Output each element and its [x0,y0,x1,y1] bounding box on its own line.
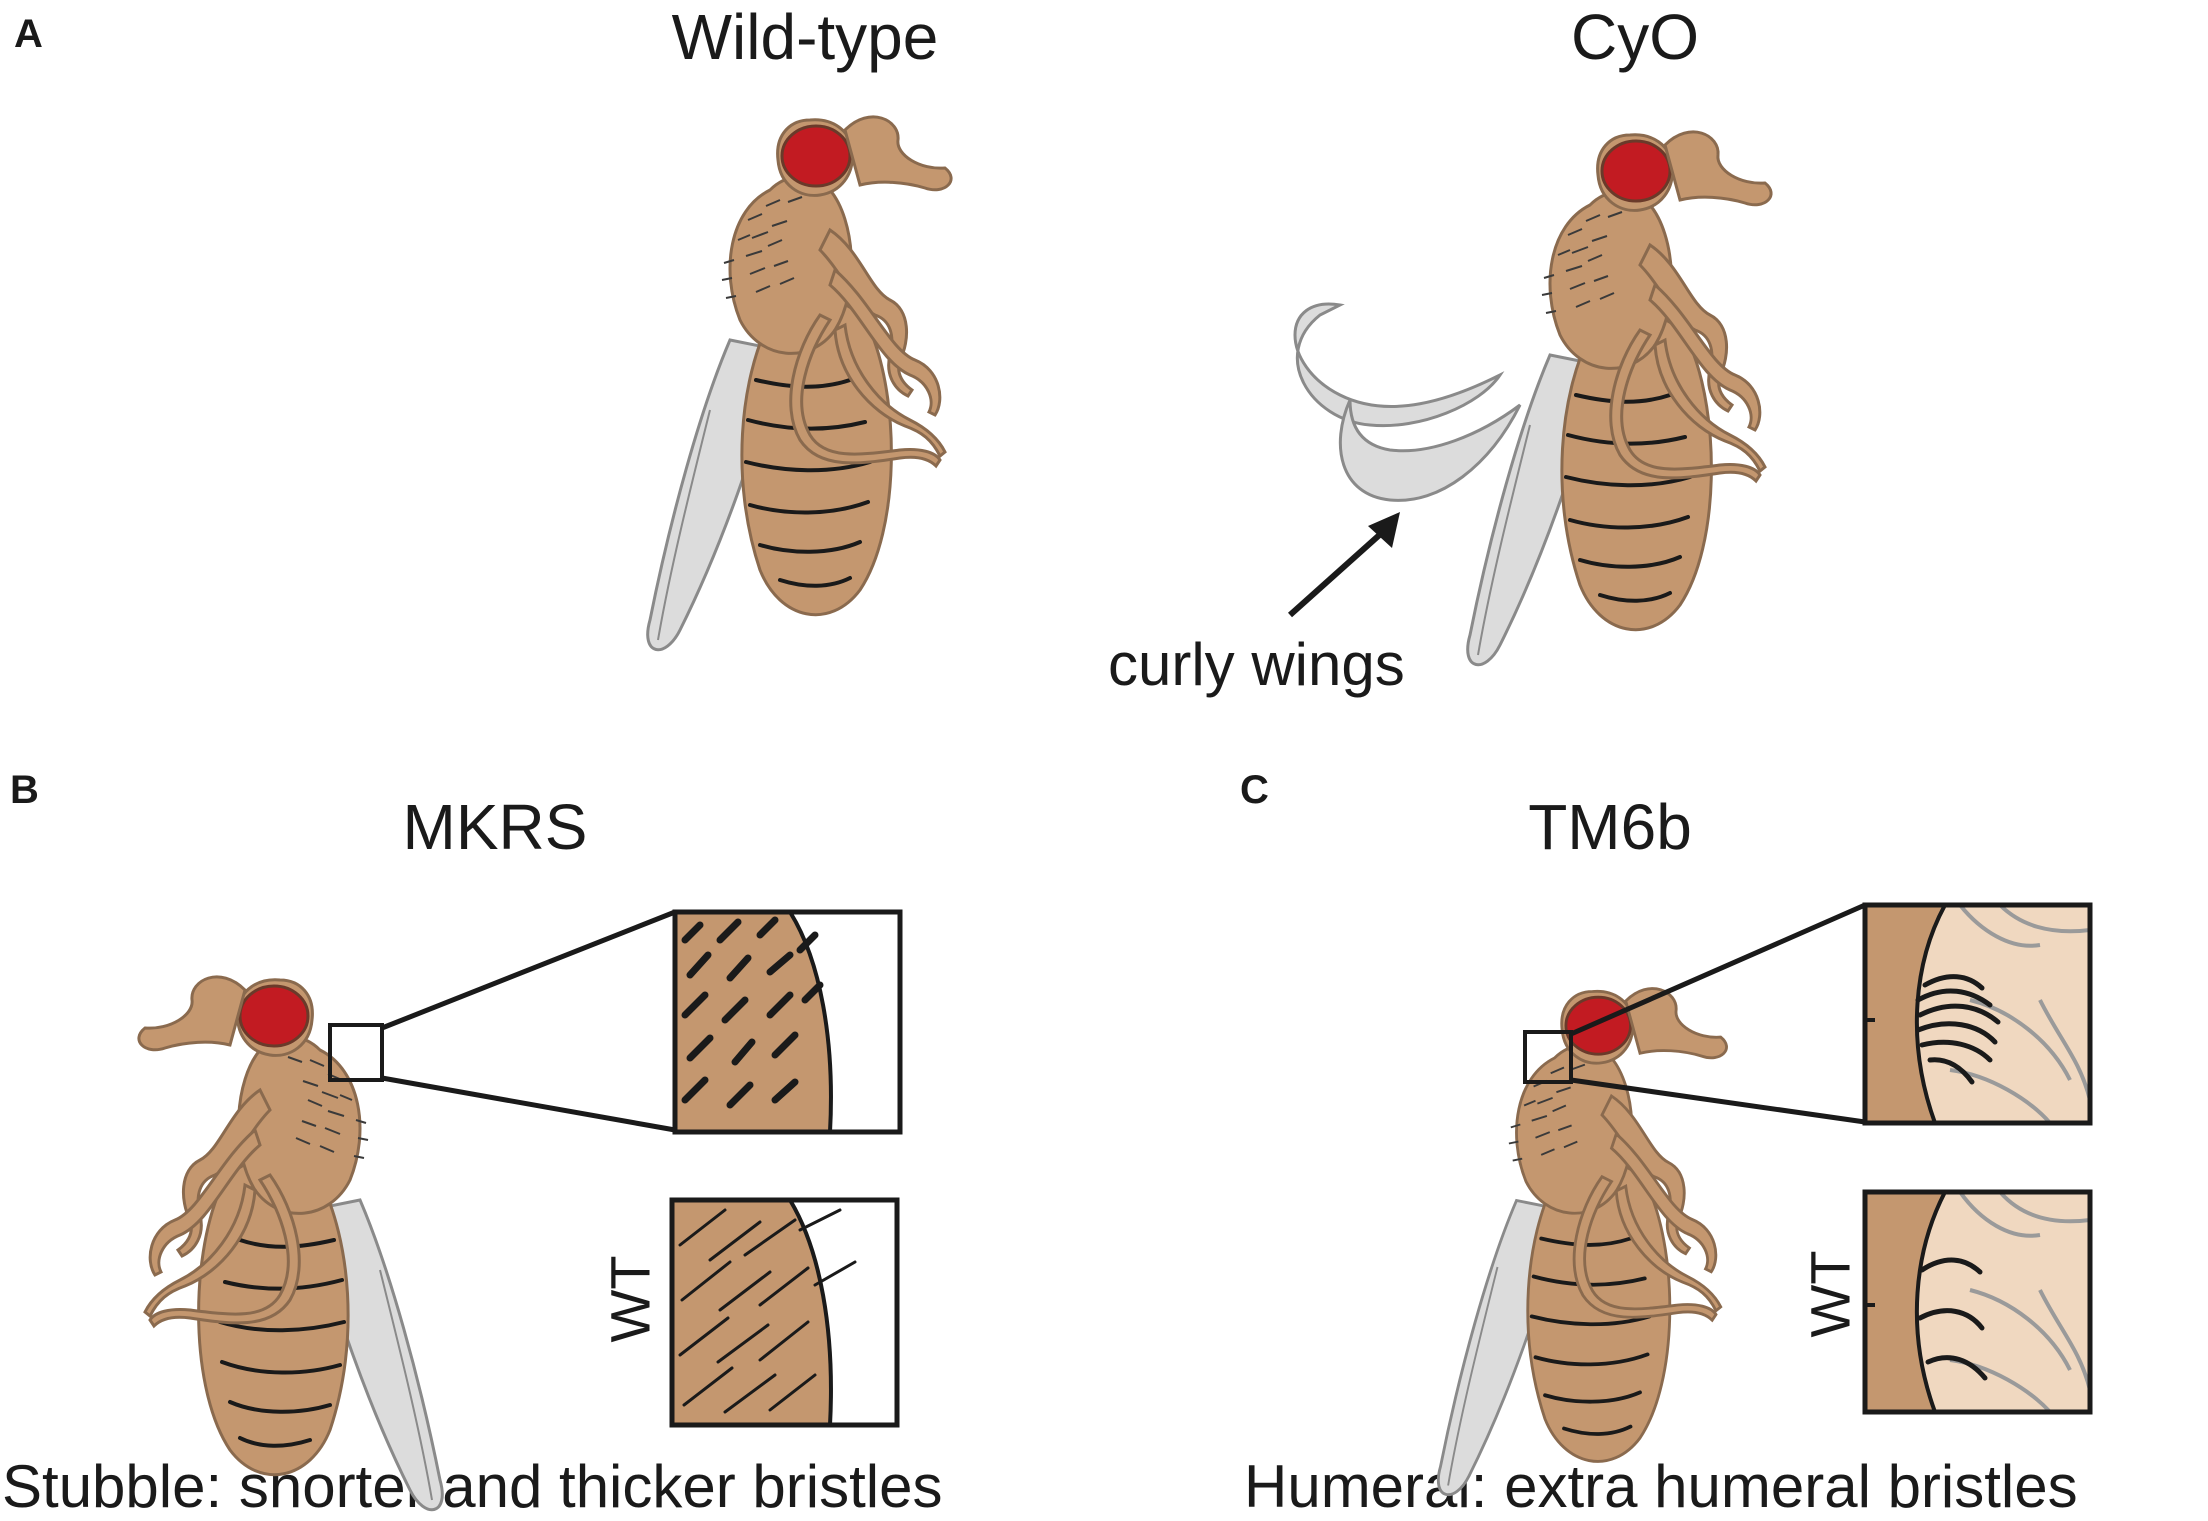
mkrs-inset [672,909,903,1135]
humeral-caption: Humeral: extra humeral bristles [1244,1453,2078,1520]
tm6b-fly [1436,986,1729,1497]
tm6b-zoom-line-bottom [1570,1077,1866,1125]
tm6b-title: TM6b [1528,791,1692,863]
panel-b-letter: B [10,768,39,812]
panel-a-letter: A [14,12,43,56]
tm6b-zoom-box [1523,1030,1573,1084]
stubble-caption: Stubble: shorter and thicker bristles [2,1453,943,1520]
tm6b-inset [1862,902,2093,1126]
mkrs-title: MKRS [402,791,588,863]
mkrs-zoom-line-bottom [381,1075,676,1133]
cyo-title: CyO [1571,1,1699,73]
curly-wing-lower [1338,399,1522,502]
mkrs-wt-inset [669,1197,900,1428]
cyo-fly [1293,129,1774,667]
mkrs-zoom-line-top [381,909,676,1031]
tm6b-wt-inset [1862,1189,2093,1415]
curly-wings-arrow [1287,512,1400,618]
curly-wings-label: curly wings [1108,631,1405,698]
mkrs-fly [136,974,445,1512]
wild-type-fly [645,114,954,652]
panel-c-letter: C [1240,768,1269,812]
wild-type-title: Wild-type [671,1,939,73]
mkrs-zoom-box [328,1023,384,1082]
tm6b-zoom-line-top [1569,902,1867,1037]
curly-wing-upper [1293,302,1505,428]
